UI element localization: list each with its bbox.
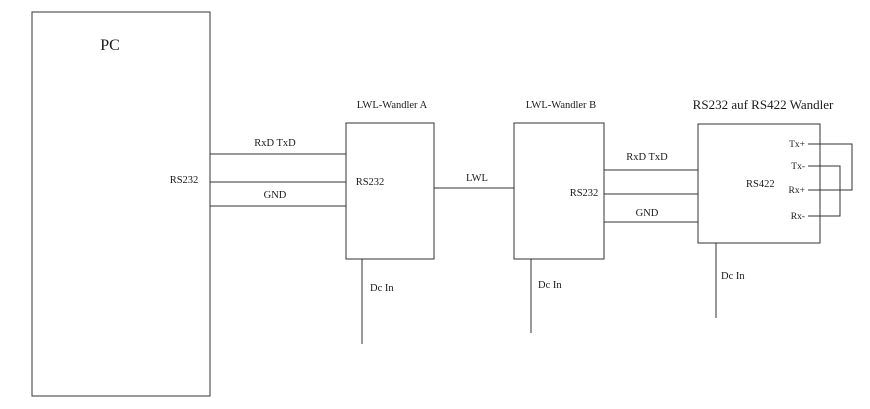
loopback-tx-minus-rx-minus [808,165,841,217]
converter-power-label: Dc In [721,271,745,282]
label-b-conv-gnd: GND [636,208,659,219]
wandler-b-title: LWL-Wandler B [526,100,596,111]
pin-tx-minus-label: Tx- [791,162,805,172]
wandler-a-port-label: RS232 [356,177,385,188]
label-fiber: LWL [466,173,488,184]
pc-title: PC [100,37,120,54]
converter-title: RS232 auf RS422 Wandler [693,97,834,112]
label-pc-a-data: RxD TxD [254,138,296,149]
wandler-a-title: LWL-Wandler A [357,100,428,111]
loopback-tx-plus-rx-plus [808,143,853,191]
wandler-b-power-label: Dc In [538,280,562,291]
wandler-b-port-label: RS232 [570,188,599,199]
pin-rx-minus-label: Rx- [791,212,805,222]
converter-port-label: RS422 [746,179,775,190]
wandler-b-box [513,122,605,260]
label-b-conv-data: RxD TxD [626,152,668,163]
label-pc-a-gnd: GND [264,190,287,201]
wandler-a-box [345,122,435,260]
pc-box [31,11,211,397]
wandler-a-power-label: Dc In [370,283,394,294]
pc-port-label: RS232 [170,175,199,186]
converter-box [697,123,821,244]
pin-tx-plus-label: Tx+ [789,140,805,150]
pin-rx-plus-label: Rx+ [789,186,805,196]
